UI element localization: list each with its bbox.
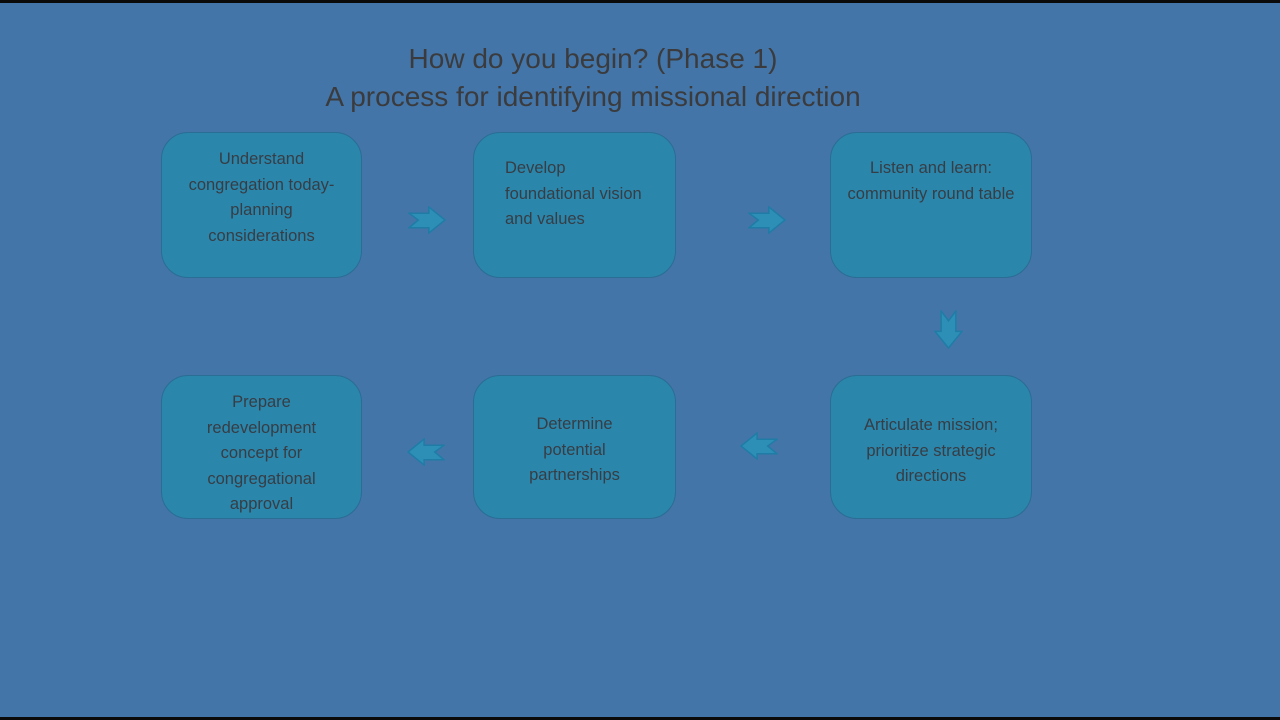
process-step-label: Understand congregation today-planning c… <box>188 150 335 245</box>
slide-title-line-2: A process for identifying missional dire… <box>325 81 861 112</box>
process-step-label: Determine potential partnerships <box>529 415 620 484</box>
process-step-label: Prepare redevelopment concept for congre… <box>206 393 317 513</box>
process-step-box-5: Determine potential partnerships <box>473 375 676 519</box>
process-step-box-6: Prepare redevelopment concept for congre… <box>161 375 362 519</box>
slide-title: How do you begin? (Phase 1) A process fo… <box>0 40 1186 116</box>
process-step-box-3: Listen and learn: community round table <box>830 132 1032 278</box>
right-arrow-icon <box>408 206 446 234</box>
bottom-letterbox-bar <box>0 717 1280 720</box>
process-step-box-4: Articulate mission; prioritize strategic… <box>830 375 1032 519</box>
process-step-label: Develop foundational vision and values <box>505 159 642 228</box>
process-step-box-2: Develop foundational vision and values <box>473 132 676 278</box>
process-step-box-1: Understand congregation today-planning c… <box>161 132 362 278</box>
process-step-label: Articulate mission; prioritize strategic… <box>864 416 998 485</box>
right-arrow-icon <box>748 206 786 234</box>
process-step-label: Listen and learn: community round table <box>847 159 1015 203</box>
left-arrow-icon <box>407 438 445 466</box>
down-arrow-icon <box>934 310 963 349</box>
left-arrow-icon <box>740 432 778 460</box>
top-letterbox-bar <box>0 0 1280 3</box>
slide-title-line-1: How do you begin? (Phase 1) <box>408 43 778 74</box>
